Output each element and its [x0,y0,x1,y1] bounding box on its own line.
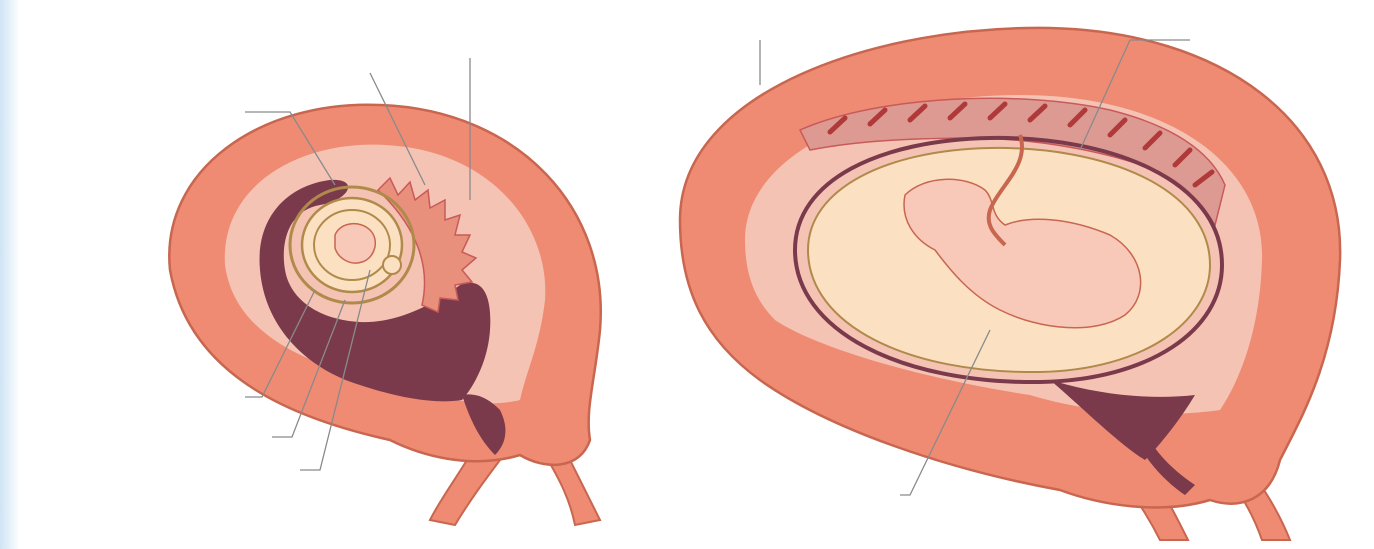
panel-a [169,58,600,525]
panel-b [680,28,1340,540]
panel-a-yolk-sac [383,256,401,274]
panel-a-embryo [335,224,375,263]
